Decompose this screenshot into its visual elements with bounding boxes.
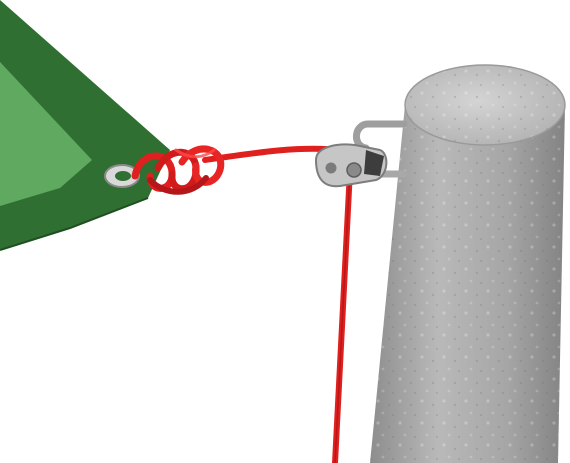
pulley-cleat	[316, 145, 386, 187]
tarp	[0, 0, 170, 250]
